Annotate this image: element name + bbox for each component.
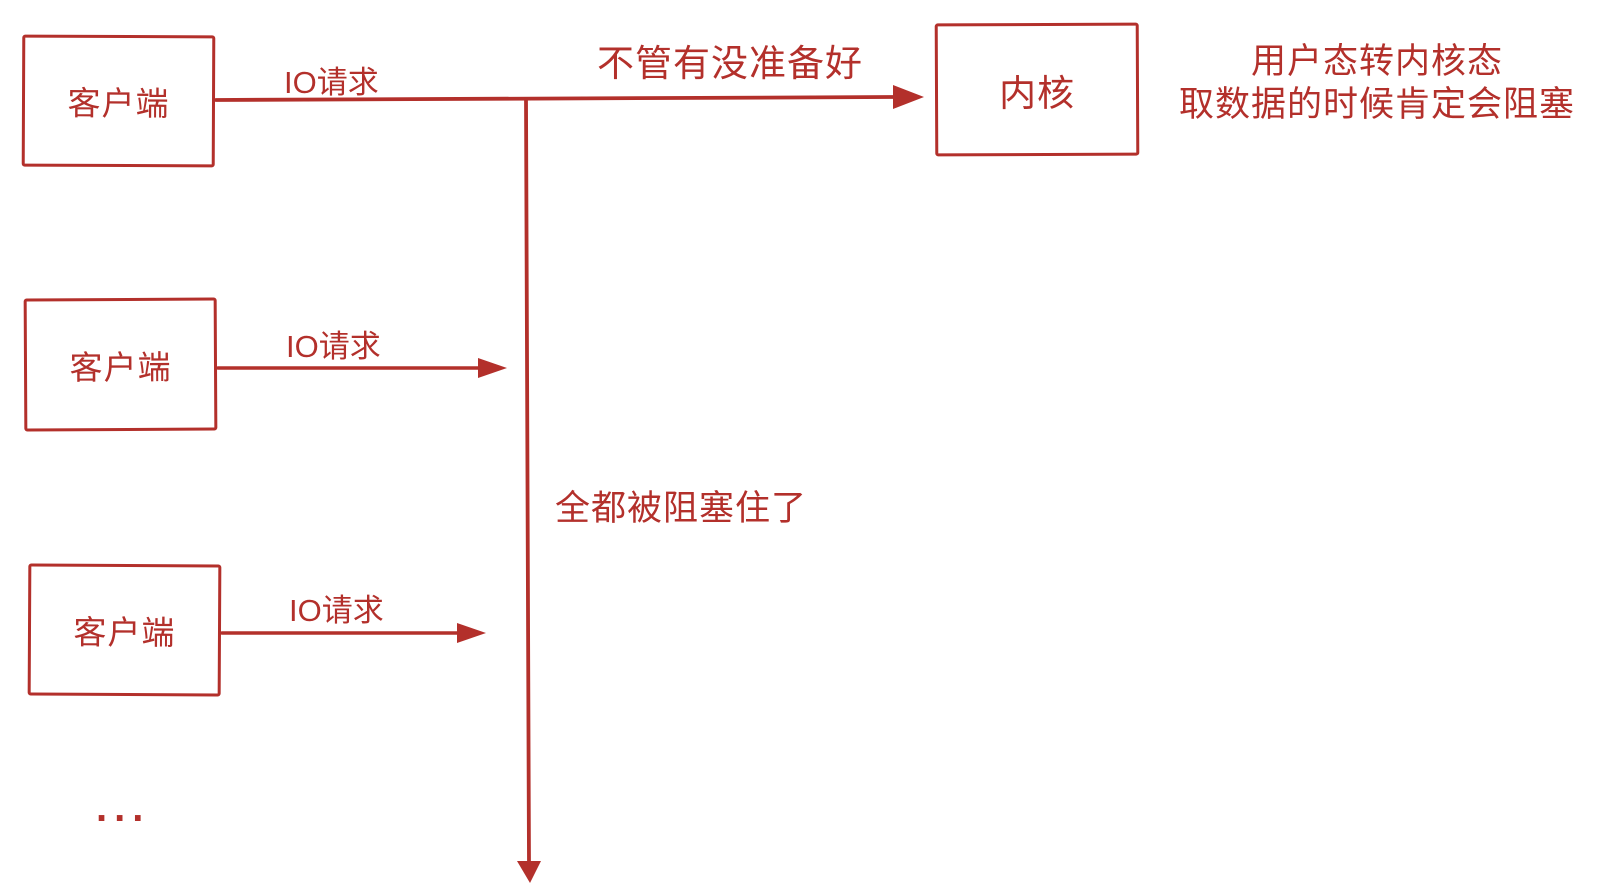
arrowhead-client2-io xyxy=(478,358,507,378)
arrowhead-client1-to-kernel xyxy=(893,85,924,109)
node-client-3: 客户端 xyxy=(27,563,222,697)
arrowhead-blocked-vertical xyxy=(517,861,541,883)
arrow-blocked-vertical xyxy=(524,97,531,866)
label-arrow-note: 不管有没准备好 xyxy=(597,43,863,84)
node-kernel-label: 内核 xyxy=(998,72,1076,114)
node-client-1-label: 客户端 xyxy=(67,84,170,123)
kernel-note-line1: 用户态转内核态 xyxy=(1250,42,1503,81)
label-io-request-3: IO请求 xyxy=(289,593,384,628)
arrowhead-client3-io xyxy=(457,623,486,643)
label-io-request-1: IO请求 xyxy=(284,65,379,100)
kernel-note-line2: 取数据的时候肯定会阻塞 xyxy=(1178,85,1575,124)
node-client-2: 客户端 xyxy=(23,297,218,432)
node-client-3-label: 客户端 xyxy=(73,613,176,652)
label-more-clients-ellipsis: ... xyxy=(96,786,151,830)
kernel-note: 用户态转内核态 取数据的时候肯定会阻塞 xyxy=(1162,40,1592,126)
node-client-1: 客户端 xyxy=(21,34,216,168)
node-client-2-label: 客户端 xyxy=(69,348,172,386)
label-blocked-note: 全都被阻塞住了 xyxy=(555,489,808,528)
label-io-request-2: IO请求 xyxy=(286,329,381,364)
node-kernel: 内核 xyxy=(934,22,1140,157)
arrow-client1-to-kernel xyxy=(214,95,899,102)
